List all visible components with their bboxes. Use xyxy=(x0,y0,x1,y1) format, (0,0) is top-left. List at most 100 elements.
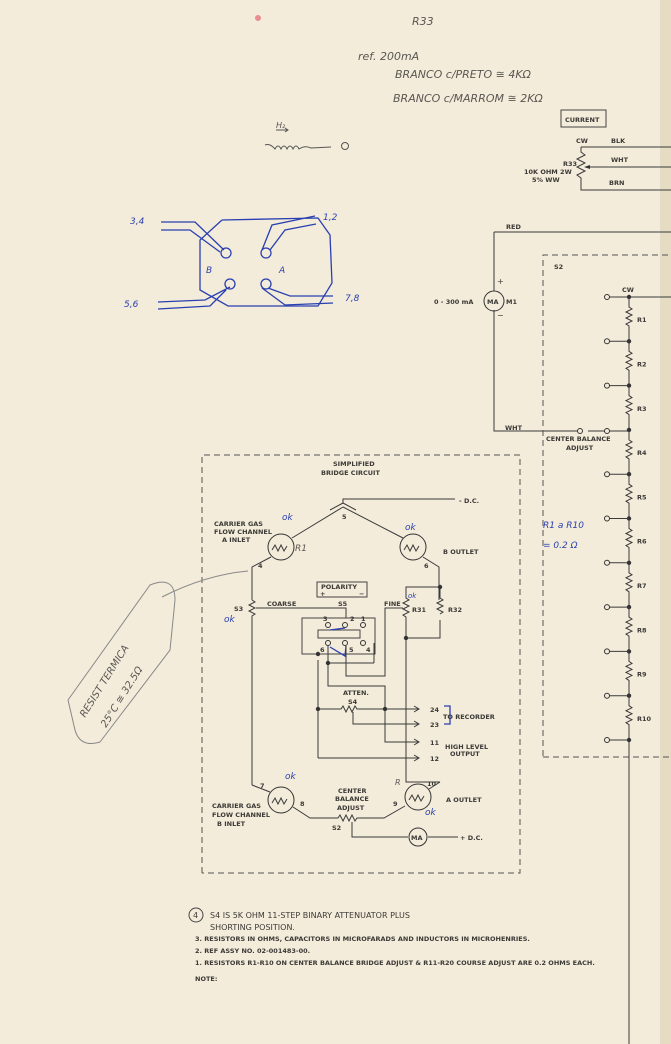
polarity-label: POLARITY xyxy=(321,583,357,591)
node-10: 10 xyxy=(427,780,437,788)
meter-minus: − xyxy=(497,311,504,320)
note-1: 1. RESISTORS R1-R10 ON CENTER BALANCE BR… xyxy=(195,959,595,967)
hw-pins-12: 1,2 xyxy=(323,213,338,223)
resistor-label: R10 xyxy=(637,715,652,723)
hw-ok: ok xyxy=(282,513,294,523)
hw-ok: ok xyxy=(405,523,417,533)
resistor-1 xyxy=(624,297,634,342)
node-5: 5 xyxy=(342,513,347,521)
b-outlet-label: B OUTLET xyxy=(443,548,479,556)
tap-terminal xyxy=(604,471,610,478)
resistor-4 xyxy=(624,429,634,475)
resistor-label: R8 xyxy=(637,626,647,634)
thermistor-b-outlet xyxy=(399,533,427,561)
hw-cell-a: A xyxy=(278,266,285,276)
hw-pins-56: 5,6 xyxy=(124,300,139,310)
node-6: 6 xyxy=(424,562,429,570)
output-24: 24 xyxy=(430,706,440,714)
thermistor-b-inlet xyxy=(267,786,295,814)
hw-r1-r10: R1 a R10 xyxy=(543,521,584,531)
s2-resistor-chain: S2 CW CENTER BALANCE ADJUST R1R2R3R4R5R6… xyxy=(542,254,671,1044)
s5-pin-2: 2 xyxy=(350,615,355,623)
hw-pins-78: 7,8 xyxy=(345,294,360,304)
node-4: 4 xyxy=(258,562,263,570)
ink-spot xyxy=(255,15,261,21)
node-8: 8 xyxy=(300,800,305,808)
s5-pin-5: 5 xyxy=(349,646,354,654)
resistor-label: R7 xyxy=(637,582,647,590)
fine-label: FINE xyxy=(384,600,401,608)
s5-pin-1: 1 xyxy=(361,615,366,623)
tap-terminal xyxy=(604,737,610,743)
hw-r1-mark: R1 xyxy=(295,544,307,554)
current-box xyxy=(560,109,607,128)
tap-terminal xyxy=(604,604,610,611)
bridge-title-1: SIMPLIFIED xyxy=(333,460,375,468)
hw-r1-r10-value: = 0.2 Ω xyxy=(543,541,578,551)
center-balance-label-2: ADJUST xyxy=(566,444,594,452)
s5-pin-6: 6 xyxy=(320,646,325,654)
s5-pin-4: 4 xyxy=(366,646,371,654)
hw-r33: R33 xyxy=(412,15,434,28)
output-23: 23 xyxy=(430,721,439,729)
r33-spec2: 5% WW xyxy=(532,176,560,184)
resistor-label: R6 xyxy=(637,538,647,546)
s5-switch-box xyxy=(301,617,376,655)
resistor-label: R4 xyxy=(637,449,647,457)
b-inlet-label-3: B INLET xyxy=(217,820,246,828)
center-label-2: BALANCE xyxy=(335,795,369,803)
tap-terminal xyxy=(604,294,610,300)
s2-label: S2 xyxy=(554,263,563,271)
hw-ok: ok xyxy=(425,808,437,818)
blk-label: BLK xyxy=(611,137,626,145)
hw-resist-termica-label: RESIST TERMICA xyxy=(78,643,131,719)
coarse-label: COARSE xyxy=(267,600,296,608)
resistor-label: R1 xyxy=(637,316,647,324)
center-label-1: CENTER xyxy=(338,787,367,795)
ma-label: MA xyxy=(487,298,499,306)
note-label: NOTE: xyxy=(195,975,217,983)
s5-label: S5 xyxy=(338,600,348,608)
r33-label: R33 xyxy=(563,160,577,168)
resistor-label: R9 xyxy=(637,671,647,679)
b-inlet-label-2: FLOW CHANNEL xyxy=(212,811,270,819)
a-inlet-label-1: CARRIER GAS xyxy=(214,520,263,528)
resistor-2 xyxy=(624,341,634,386)
s5-pin-3: 3 xyxy=(323,615,328,623)
detector-pin-sketch: 3,4 1,2 5,6 7,8 B A xyxy=(124,213,360,310)
meter-plus: + xyxy=(497,277,504,286)
h2-coil-sketch: H₂ xyxy=(264,121,349,151)
red-wire-label: RED xyxy=(506,223,521,231)
atten-label: ATTEN. xyxy=(343,689,369,697)
to-recorder-label: TO RECORDER xyxy=(443,713,495,721)
b-inlet-label-1: CARRIER GAS xyxy=(212,802,261,810)
resistor-3 xyxy=(624,385,634,430)
wht-wire-label: WHT xyxy=(505,424,523,432)
tap-terminal xyxy=(604,648,610,655)
hw-resist-termica: RESIST TERMICA 25°C ≅ 32.5Ω xyxy=(67,570,249,744)
tap-terminal xyxy=(604,382,610,389)
s4-label: S4 xyxy=(348,698,358,706)
m1-label: M1 xyxy=(506,298,517,306)
hw-ok: ok xyxy=(285,772,297,782)
notes: 4 S4 IS 5K OHM 11-STEP BINARY ATTENUATOR… xyxy=(188,907,595,983)
node-7: 7 xyxy=(260,782,265,790)
polarity-minus: − xyxy=(359,590,364,598)
center-balance-label-1: CENTER BALANCE xyxy=(546,435,611,443)
a-inlet-label-2: FLOW CHANNEL xyxy=(214,528,272,536)
meter-range: 0 - 300 mA xyxy=(434,298,473,306)
resistor-label: R5 xyxy=(637,493,647,501)
resistor-5 xyxy=(624,474,634,519)
meter-m1: MA M1 0 - 300 mA + − RED WHT xyxy=(434,223,671,432)
cw-label: CW xyxy=(576,137,588,145)
hw-white-black: BRANCO c/PRETO ≅ 4KΩ xyxy=(395,68,532,81)
a-inlet-label-3: A INLET xyxy=(222,536,251,544)
note-3: 3. RESISTORS IN OHMS, CAPACITORS IN MICR… xyxy=(195,935,530,943)
pos-dc-label: + D.C. xyxy=(460,834,483,842)
a-outlet-label: A OUTLET xyxy=(446,796,482,804)
r33-spec1: 10K OHM 2W xyxy=(524,168,572,176)
current-control: CURRENT CW BLK WHT BRN R33 10K OHM 2W 5%… xyxy=(524,109,671,191)
tap-terminal xyxy=(604,338,610,345)
s2-cw: CW xyxy=(622,286,634,294)
